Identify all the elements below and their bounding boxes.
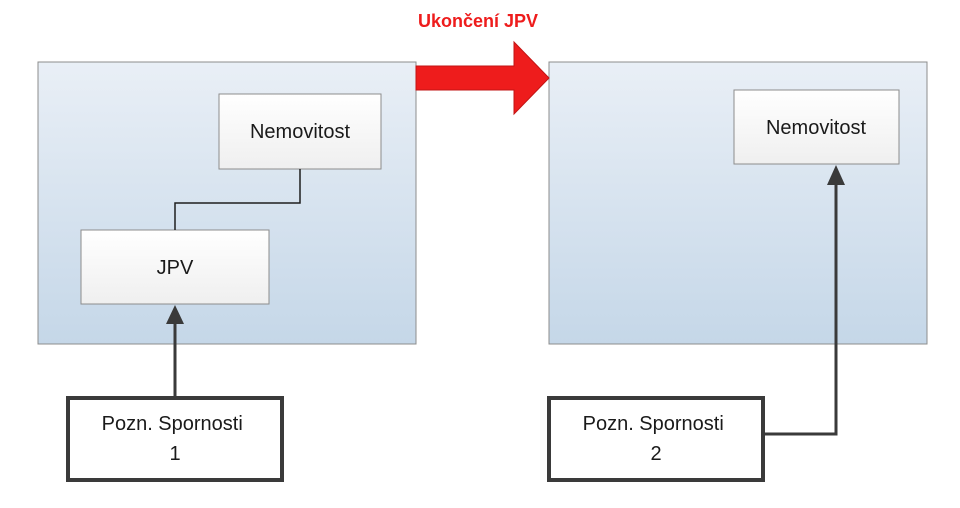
transition-title: Ukončení JPV bbox=[418, 11, 538, 31]
left-jpv-label: JPV bbox=[157, 257, 194, 279]
right-pozn-line-2: 2 bbox=[650, 443, 661, 465]
right-pozn-spornosti-node[interactable] bbox=[547, 396, 765, 482]
right-pozn-arrow-line bbox=[763, 184, 838, 436]
right-nemovitost-label: Nemovitost bbox=[766, 117, 866, 139]
left-nemovitost-label: Nemovitost bbox=[250, 121, 350, 143]
left-pozn-line-1: Pozn. Spornosti bbox=[102, 413, 243, 435]
left-pozn-spornosti-label: Pozn. Spornosti 1 bbox=[102, 413, 249, 465]
right-pozn-line-1: Pozn. Spornosti bbox=[583, 413, 724, 435]
left-pozn-spornosti-node[interactable] bbox=[66, 396, 284, 482]
transition-arrow bbox=[415, 40, 550, 116]
right-pozn-arrow-head bbox=[827, 165, 845, 185]
left-jpv-nemovitost-connector bbox=[174, 169, 301, 230]
right-nemovitost-node[interactable] bbox=[733, 89, 900, 165]
left-pozn-line-2: 1 bbox=[169, 443, 180, 465]
left-nemovitost-node[interactable] bbox=[218, 93, 382, 170]
left-jpv-node[interactable] bbox=[80, 229, 270, 305]
right-pozn-spornosti-label: Pozn. Spornosti 2 bbox=[583, 413, 730, 465]
left-pozn-arrow-head bbox=[166, 305, 184, 324]
